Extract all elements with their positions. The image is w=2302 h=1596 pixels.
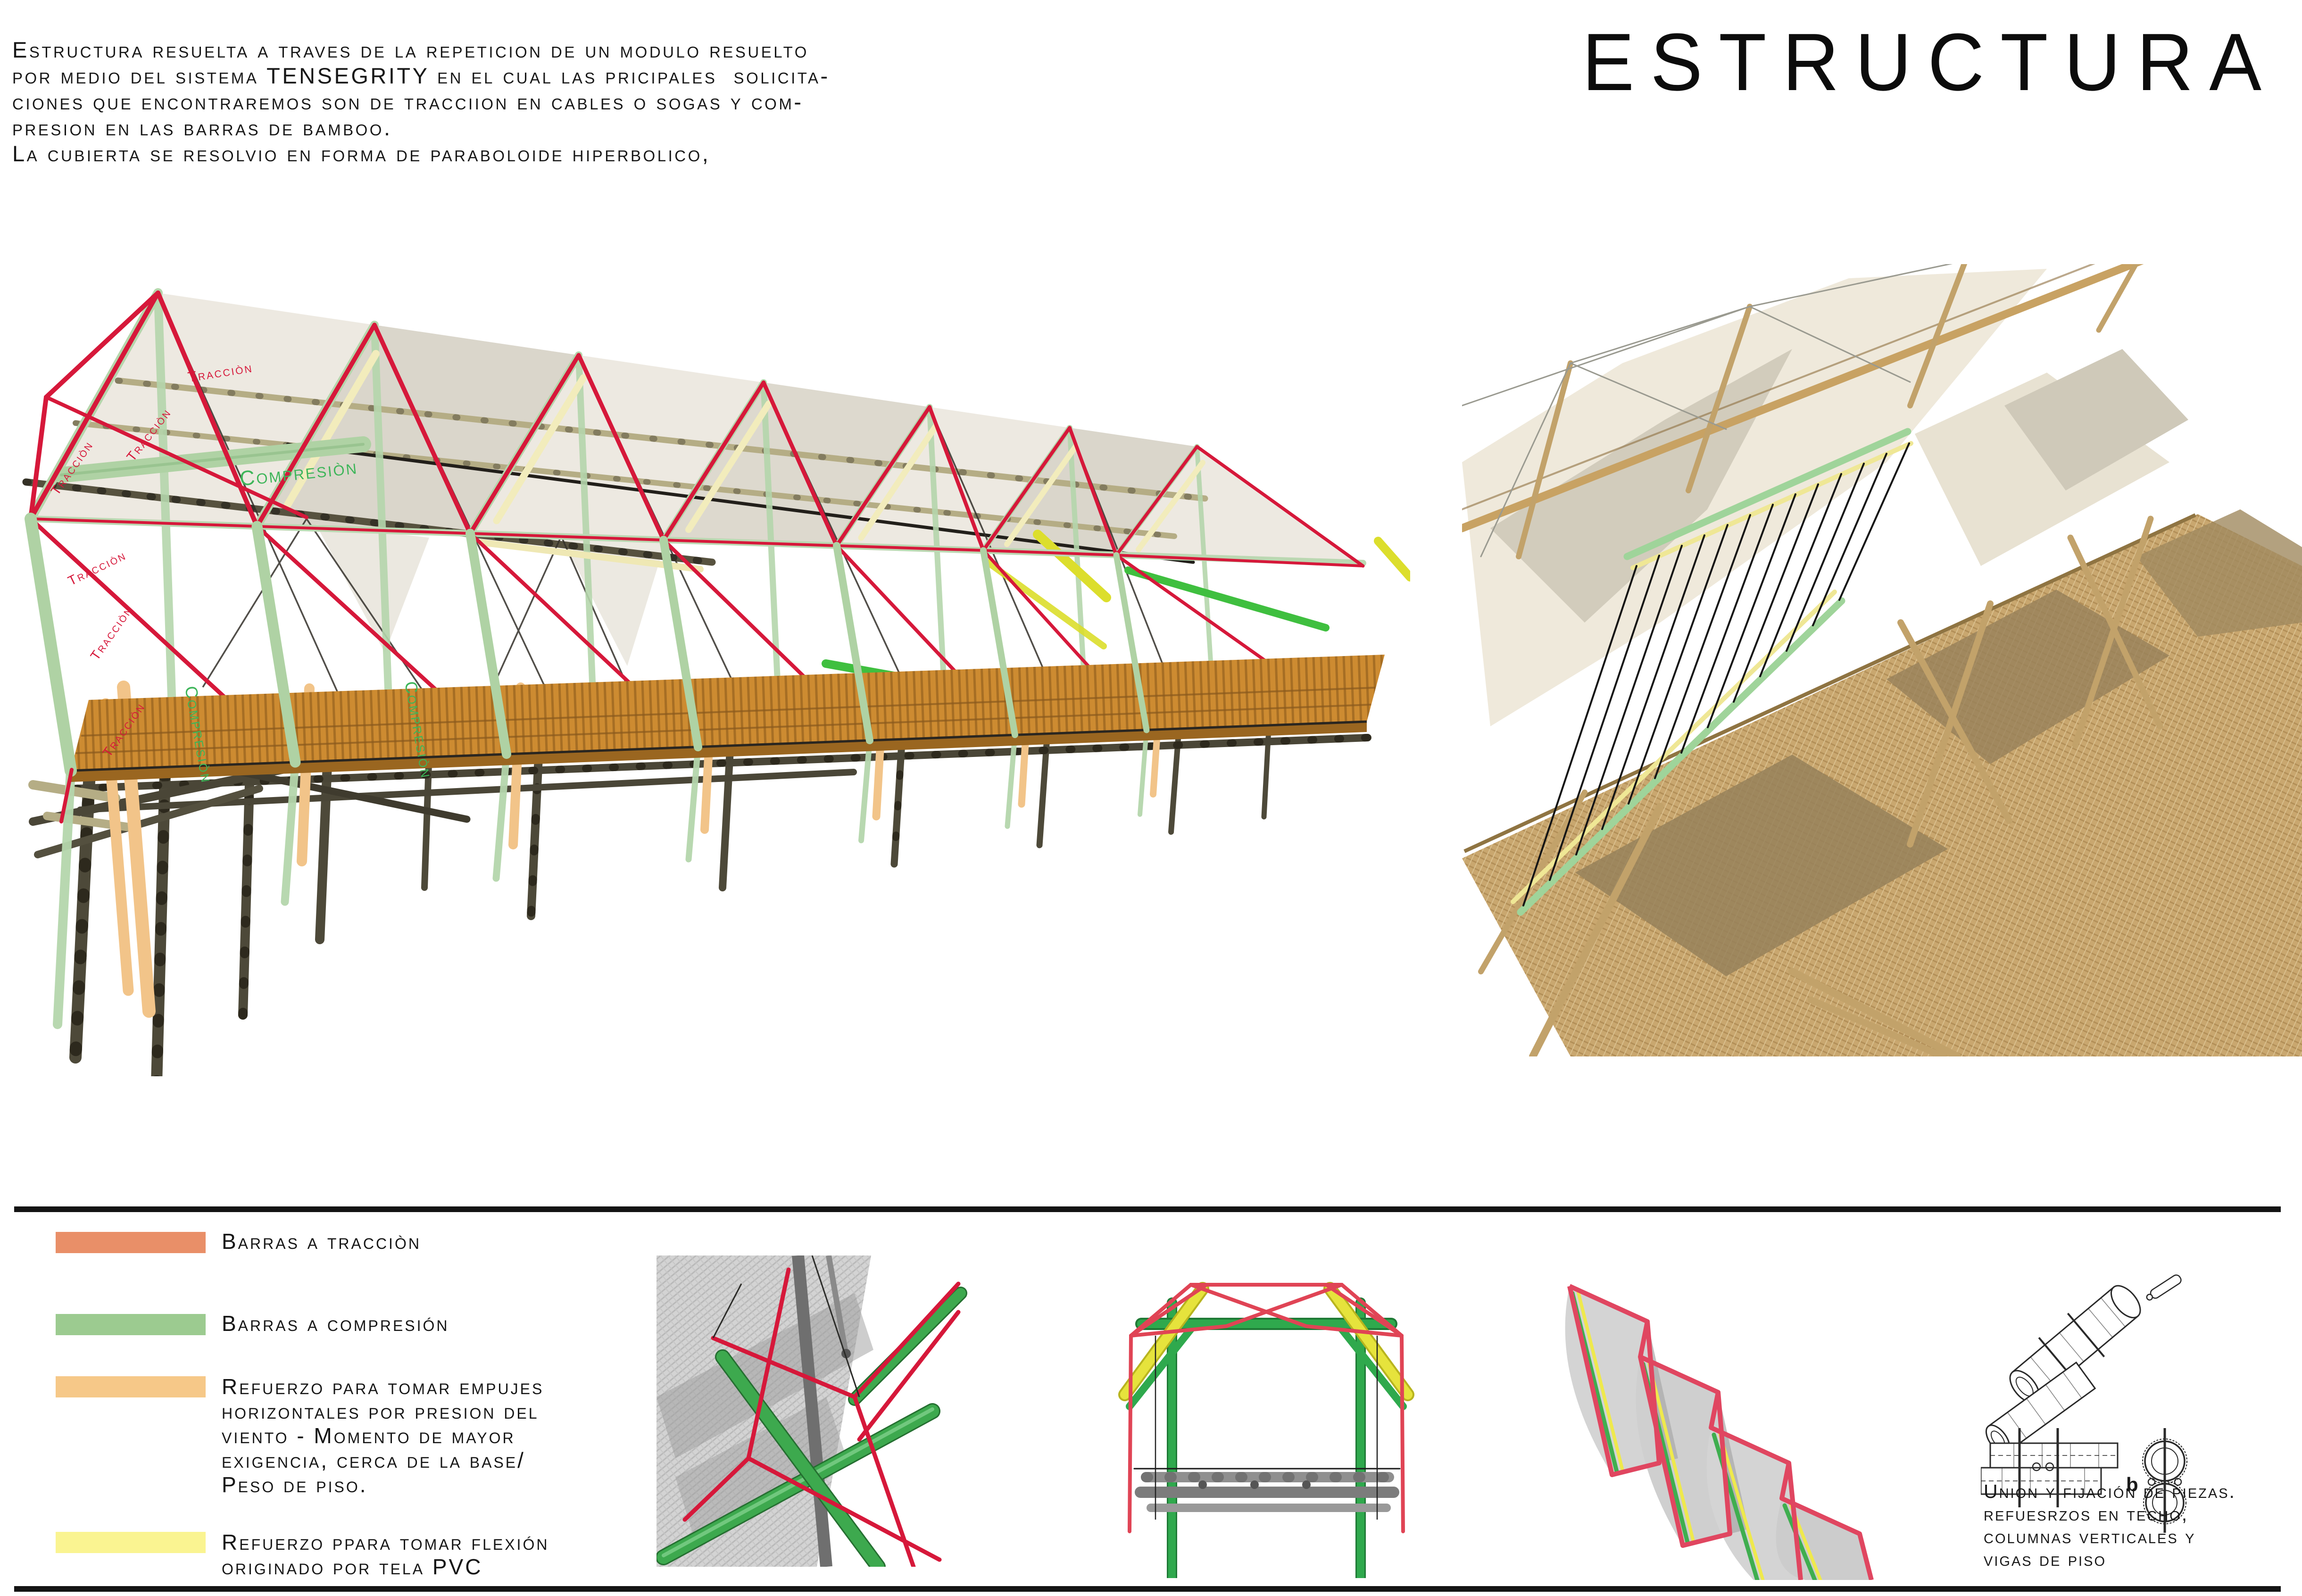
intro-line: Estructura resuelta a traves de la repet… xyxy=(12,37,809,62)
legend-swatch-refuerzo-empujes xyxy=(56,1376,206,1397)
tension-drops xyxy=(59,768,74,823)
legend-label-compresion: Barras a compresión xyxy=(222,1311,449,1336)
legend-swatch-traccion xyxy=(56,1232,206,1253)
floor-beams xyxy=(1133,1468,1401,1512)
detail-roof-zigzag xyxy=(1565,1284,1874,1580)
legend-label-refuerzo-flexion: Refuerzo ppara tomar flexión originado p… xyxy=(222,1530,549,1579)
back-compression-columns xyxy=(154,289,1213,714)
joint-line-drawings: b xyxy=(1981,1274,2187,1533)
top-chord-and-masts xyxy=(1462,264,2144,559)
page-title: ESTRUCTURA xyxy=(1582,17,2277,108)
tension-outline xyxy=(1567,1284,1874,1580)
compression-frame xyxy=(1126,1297,1407,1578)
intro-line: presion en las barras de bamboo. xyxy=(12,115,392,140)
legend-label-refuerzo-empujes: Refuerzo para tomar empujes horizontales… xyxy=(222,1374,544,1497)
divider-bottom xyxy=(14,1586,2281,1592)
main-structure-render: Tracciòn Tracciòn Tracciòn Tracciòn Trac… xyxy=(22,288,1410,1076)
shadow-band xyxy=(675,1397,845,1538)
legend-swatch-refuerzo-flexion xyxy=(56,1532,206,1553)
tension-cables xyxy=(1128,1283,1405,1533)
thin-cables xyxy=(1155,1336,1378,1520)
section-joint-drawing xyxy=(2142,1428,2187,1533)
stripe-bars xyxy=(1570,1289,1822,1580)
thin-cables xyxy=(712,1255,860,1397)
iso-joint-drawing xyxy=(1985,1274,2182,1454)
detail-render-cable-net xyxy=(1462,264,2302,1056)
tension-label: Tracciòn xyxy=(88,603,136,663)
legend-label-traccion: Barras a tracciòn xyxy=(222,1229,421,1254)
compression-columns xyxy=(25,513,1150,777)
legend-swatch-compresion xyxy=(56,1314,206,1335)
joint-section-label: b xyxy=(2126,1473,2138,1496)
roof-membrane xyxy=(31,293,1363,666)
tension-cables xyxy=(682,1267,961,1567)
flexion-bars xyxy=(1118,1282,1414,1401)
intro-line: La cubierta se resolvio en forma de para… xyxy=(12,141,711,166)
cable-net-panel xyxy=(1511,428,1913,916)
ortho-joint-drawing xyxy=(1981,1428,2119,1507)
intro-line: por medio del sistema TENSEGRITY en el c… xyxy=(12,63,830,88)
detail-module-elevation xyxy=(1118,1282,1414,1578)
divider-top xyxy=(14,1206,2281,1212)
intro-paragraph: Estructura resuelta a traves de la repet… xyxy=(12,37,830,166)
detail-joint-closeup xyxy=(657,1255,967,1567)
intro-line: ciones que encontraremos son de tracciio… xyxy=(12,89,804,114)
joint-caption: Union y fijación de piezas. refuesrzos e… xyxy=(1984,1480,2236,1570)
column-tails xyxy=(53,728,1149,1029)
